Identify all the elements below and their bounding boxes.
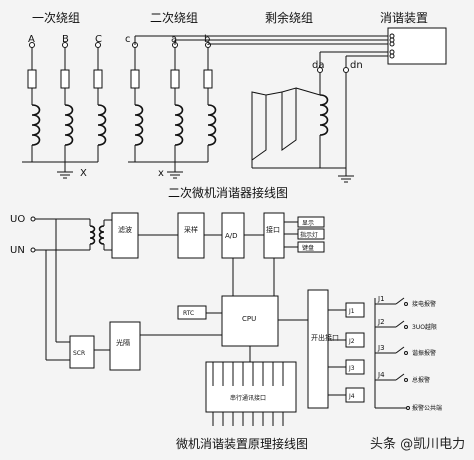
residual-winding-label: 剩余绕组 (265, 10, 313, 25)
filter-block (111, 212, 139, 259)
rtc-label: RTC (183, 310, 194, 317)
cpu-block (221, 295, 279, 347)
relay-outputs (328, 302, 365, 403)
output-3-label: 谐振报警 (412, 349, 436, 357)
secondary-winding (128, 35, 388, 179)
harmonic-eliminator-device (387, 27, 447, 65)
relay-contacts (374, 297, 410, 410)
serial-interface-label: 串行通讯接口 (230, 394, 266, 402)
optic-label: 光隔 (116, 338, 130, 347)
switch-interface-label: 开出接口 (311, 333, 339, 342)
j1-side-label: J1 (377, 295, 385, 303)
device-label: 消谐装置 (380, 11, 428, 25)
interface-label: 接口 (266, 225, 280, 234)
keyboard-label: 键盘 (302, 244, 314, 252)
output-5-label: 报警公共端 (412, 404, 442, 412)
uo-label: UO (10, 214, 25, 225)
ad-label: A/D (225, 232, 238, 240)
filter-label: 滤波 (118, 225, 132, 234)
rtc-block (177, 305, 207, 320)
j4-side-label: J4 (377, 371, 385, 379)
keyboard-block (297, 241, 325, 253)
j2-label: J2 (348, 338, 355, 345)
serial-interface-block (205, 361, 297, 413)
display-label: 显示 (302, 220, 314, 227)
sec-a-label: a (171, 34, 177, 45)
sec-x-label: x (158, 168, 164, 179)
input-lines (30, 216, 112, 361)
j4-label: J4 (348, 393, 355, 400)
cpu-label: CPU (242, 315, 256, 323)
output-2-label: 3UO越限 (412, 323, 437, 331)
j2-side-label: J2 (377, 318, 385, 326)
interface-block (263, 212, 285, 259)
j3-label: J3 (348, 365, 355, 372)
secondary-winding-label: 二次绕组 (150, 11, 198, 25)
indicator-label: 指示灯 (300, 231, 318, 239)
primary-winding-label: 一次绕组 (32, 11, 80, 25)
sample-block (177, 212, 205, 259)
phase-a-label: A (28, 34, 35, 45)
j3-side-label: J3 (377, 344, 385, 352)
phase-b-label: B (62, 34, 69, 45)
indicator-block (297, 228, 325, 240)
serial-pins (212, 362, 284, 426)
watermark: 头条 @凯川电力 (370, 436, 465, 452)
phase-x-label: X (80, 168, 87, 179)
scr-label: SCR (73, 350, 85, 357)
sec-c-label: c (125, 34, 131, 45)
dn-label: dn (350, 60, 363, 71)
output-1-label: 接电报警 (412, 300, 436, 308)
j1-label: J1 (348, 308, 355, 315)
optic-isolator-block (109, 321, 141, 371)
output-4-label: 总报警 (412, 376, 430, 384)
primary-winding (22, 42, 107, 179)
switch-interface-block (307, 289, 329, 409)
scr-block (69, 335, 95, 369)
sample-label: 采样 (184, 225, 198, 234)
phase-c-label: C (95, 34, 102, 45)
display-block (297, 216, 325, 228)
top-diagram-caption: 二次微机消谐器接线图 (168, 185, 288, 200)
residual-winding (251, 51, 388, 183)
da-label: da (312, 60, 324, 71)
bottom-diagram-caption: 微机消谐装置原理接线图 (176, 436, 308, 451)
un-label: UN (10, 245, 25, 256)
